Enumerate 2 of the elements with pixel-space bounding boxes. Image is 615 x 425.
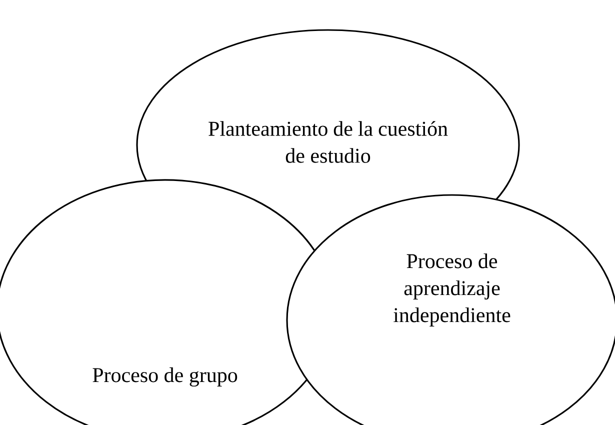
ellipse-node: Proceso de aprendizaje independiente [286, 194, 615, 425]
node-label: Proceso de grupo [92, 367, 238, 387]
